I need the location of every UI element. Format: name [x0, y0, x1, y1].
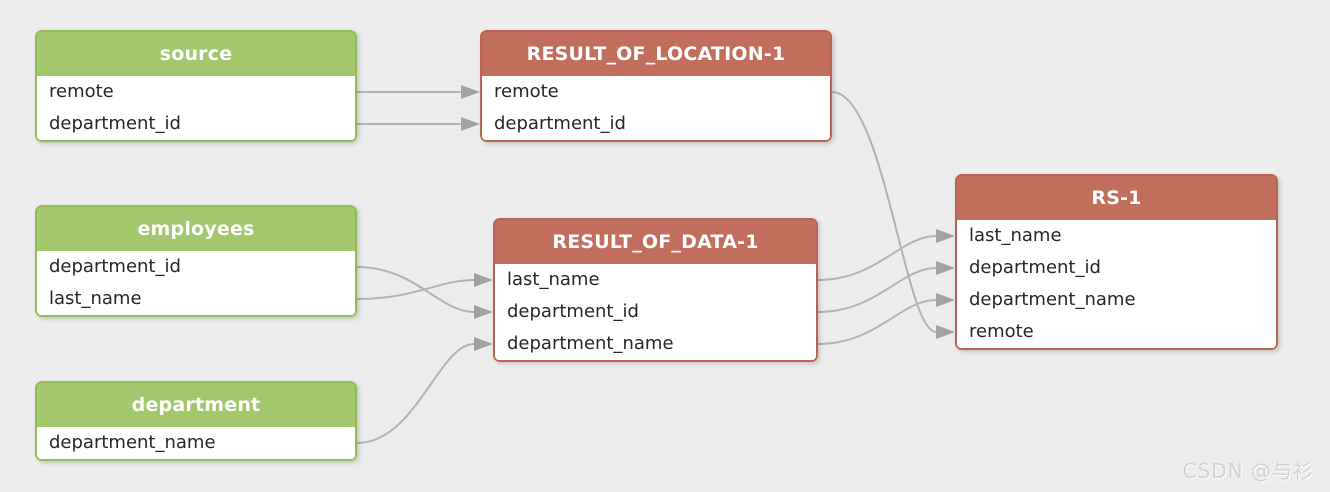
- table-body-result_of_location_1: remote department_id: [482, 76, 830, 140]
- table-title-department[interactable]: department: [37, 383, 355, 427]
- field-rs_1-remote[interactable]: remote: [969, 321, 1034, 342]
- connector-result_of_data_1.last_name-to-rs_1.last_name[interactable]: [817, 229, 955, 281]
- field-rs_1-department_name[interactable]: department_name: [969, 289, 1136, 310]
- field-rs_1-department_id[interactable]: department_id: [969, 257, 1101, 278]
- watermark: CSDN @与衫: [1182, 459, 1314, 483]
- table-body-source: remote department_id: [37, 76, 355, 140]
- table-rs_1[interactable]: RS-1 last_name department_id department_nam…: [955, 174, 1278, 350]
- field-employees-department_id[interactable]: department_id: [49, 256, 181, 277]
- table-title-rs_1[interactable]: RS-1: [957, 176, 1276, 220]
- table-source[interactable]: source remote department_id: [35, 30, 357, 142]
- field-source-remote[interactable]: remote: [49, 81, 114, 102]
- field-result_of_data_1-last_name[interactable]: last_name: [507, 269, 600, 290]
- table-body-result_of_data_1: last_name department_id department_name: [495, 264, 816, 360]
- field-result_of_data_1-department_id[interactable]: department_id: [507, 301, 639, 322]
- field-rs_1-last_name[interactable]: last_name: [969, 225, 1062, 246]
- field-department-department_name[interactable]: department_name: [49, 432, 216, 453]
- field-source-department_id[interactable]: department_id: [49, 113, 181, 134]
- connector-employees.department_id-to-result_of_data_1.department_id[interactable]: [356, 266, 493, 319]
- connector-result_of_location_1.remote-to-rs_1.remote[interactable]: [831, 91, 955, 339]
- table-body-department: department_name: [37, 427, 355, 459]
- connector-employees.last_name-to-result_of_data_1.last_name[interactable]: [356, 273, 493, 300]
- field-employees-last_name[interactable]: last_name: [49, 288, 142, 309]
- table-title-source[interactable]: source: [37, 32, 355, 76]
- table-employees[interactable]: employees department_id last_name: [35, 205, 357, 317]
- field-result_of_data_1-department_name[interactable]: department_name: [507, 333, 674, 354]
- table-title-employees[interactable]: employees: [37, 207, 355, 251]
- table-department[interactable]: department department_name: [35, 381, 357, 461]
- table-title-result_of_data_1[interactable]: RESULT_OF_DATA-1: [495, 220, 816, 264]
- table-title-result_of_location_1[interactable]: RESULT_OF_LOCATION-1: [482, 32, 830, 76]
- connector-department.department_name-to-result_of_data_1.department_name[interactable]: [356, 337, 493, 444]
- connector-result_of_data_1.department_name-to-rs_1.department_name[interactable]: [817, 293, 955, 345]
- field-result_of_location_1-remote[interactable]: remote: [494, 81, 559, 102]
- table-body-employees: department_id last_name: [37, 251, 355, 315]
- connector-result_of_data_1.department_id-to-rs_1.department_id[interactable]: [817, 261, 955, 313]
- field-result_of_location_1-department_id[interactable]: department_id: [494, 113, 626, 134]
